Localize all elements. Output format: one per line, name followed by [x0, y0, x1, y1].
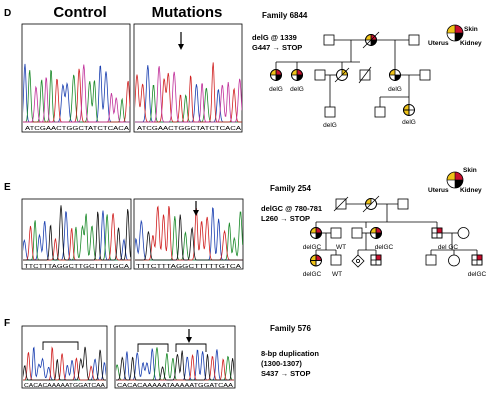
panel-e-mutation-line2: L260 → STOP — [261, 214, 310, 223]
trace-line — [135, 66, 242, 123]
trace-line — [135, 214, 243, 261]
trace-line — [23, 346, 106, 381]
panel-e-label-1: delGC — [303, 244, 322, 251]
panel-e-mutation-arrow — [193, 201, 199, 216]
legend-d-kidney: Kidney — [460, 40, 482, 47]
panel-f-control-chromatogram — [21, 325, 108, 389]
panel-e-label-5: delGC — [303, 271, 322, 278]
panel-d-label-2: delG — [290, 86, 304, 93]
panel-e-legend — [446, 171, 464, 189]
panel-e-control-sequence: TTCTTTAGGCTTGCTTTTGCA — [24, 264, 129, 270]
trace-line — [116, 353, 234, 381]
panel-d-label-1: delG — [269, 86, 283, 93]
trace-line — [23, 205, 131, 261]
panel-e-mutation-traces — [135, 205, 243, 261]
panel-f-control-traces — [23, 346, 106, 381]
panel-d-label-4: delG — [323, 122, 337, 129]
legend-d-skin: Skin — [464, 26, 478, 33]
panel-e-label-2: WT — [336, 244, 346, 251]
panel-d-mutation-sequence: ATCGAACTGGCTATCTCACA — [137, 126, 241, 132]
panel-d-mutation-arrow — [178, 32, 184, 50]
panel-e-letter: E — [4, 182, 11, 193]
panel-e-label-7: delGC — [468, 271, 487, 278]
header-control: Control — [53, 4, 106, 21]
panel-e-control-chromatogram — [21, 198, 132, 270]
header-mutations: Mutations — [152, 4, 223, 21]
panel-e-family: Family 254 — [270, 184, 311, 193]
panel-d-mutation-chromatogram — [133, 23, 243, 133]
trace-line — [23, 64, 130, 123]
panel-e-mutation-line1: delGC @ 780-781 — [261, 204, 322, 213]
panel-d-letter: D — [4, 8, 11, 19]
trace-line — [23, 213, 131, 261]
panel-d-control-chromatogram — [21, 23, 131, 133]
trace-line — [116, 350, 234, 381]
legend-e-uterus: Uterus — [428, 187, 449, 194]
panel-e-label-6: WT — [332, 271, 342, 278]
panel-d-mutation-traces — [135, 62, 242, 123]
trace-line — [135, 205, 243, 261]
panel-f-letter: F — [4, 318, 10, 329]
panel-e-label-4: del GC — [438, 244, 459, 251]
panel-e-label-3: delGC — [375, 244, 394, 251]
panel-e-mutation-sequence: TTTCTTTAGGCTTTTTGTCA — [136, 264, 241, 270]
panel-e-pedigree — [310, 195, 483, 268]
legend-e-skin: Skin — [463, 167, 477, 174]
panel-f-mutation-sequence: CACACAAAAATAAAAATGGATCAA — [117, 383, 233, 389]
panel-d-label-5: delG — [402, 119, 416, 126]
panel-d-control-traces — [23, 63, 130, 123]
panel-f-mutation-line2: (1300-1307) — [261, 359, 302, 368]
panel-f-mutation-line3: S437 → STOP — [261, 369, 310, 378]
legend-e-kidney: Kidney — [460, 187, 482, 194]
panel-d-family: Family 6844 — [262, 11, 308, 20]
panel-d-mutation-line2: G447 → STOP — [252, 43, 302, 52]
panel-f-mutation-arrow — [186, 329, 192, 343]
legend-d-uterus: Uterus — [428, 40, 449, 47]
panel-d-control-sequence: ATCGAACTGGCTATCTCACA — [25, 126, 129, 132]
panel-f-duplication-brackets — [42, 341, 207, 352]
trace-line — [23, 210, 131, 261]
panel-e-mutation-chromatogram — [133, 198, 244, 270]
trace-line — [135, 211, 243, 261]
panel-f-family: Family 576 — [270, 324, 311, 333]
panel-f-mutation-chromatogram — [114, 325, 236, 389]
trace-line — [23, 346, 106, 381]
panel-d-mutation-line1: delG @ 1339 — [252, 33, 297, 42]
panel-f-mutation-traces — [116, 347, 234, 381]
panel-f-mutation-line1: 8-bp duplication — [261, 349, 319, 358]
panel-d-legend — [446, 24, 464, 42]
panel-d-label-3: delG — [388, 86, 402, 93]
panel-e-control-traces — [23, 205, 131, 261]
panel-d-pedigree — [270, 31, 431, 118]
panel-f-control-sequence: CACACAAAAATGGATCAA — [24, 383, 105, 389]
